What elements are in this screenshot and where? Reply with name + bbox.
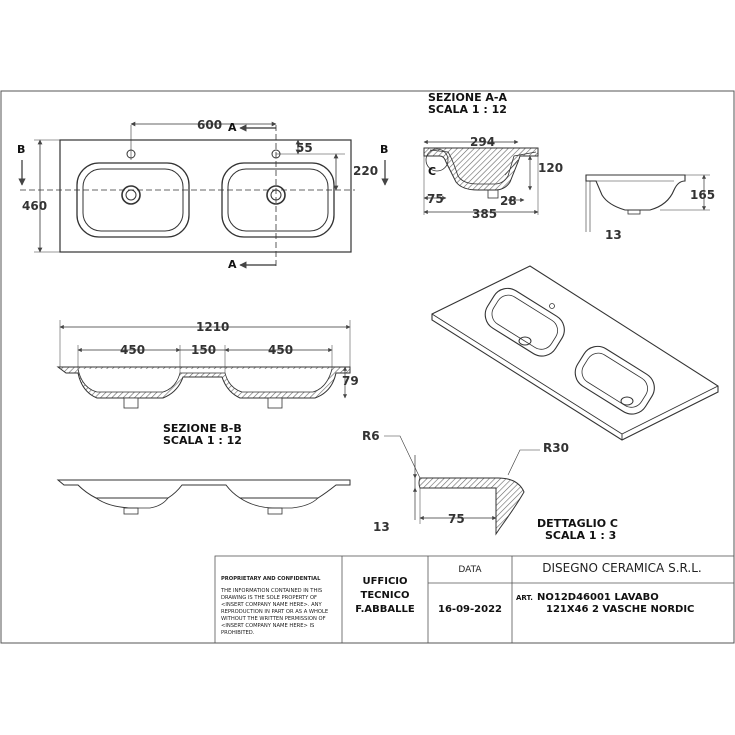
dim-r30: R30 (543, 441, 569, 455)
proprietary-title: PROPRIETARY AND CONFIDENTIAL (221, 576, 321, 582)
section-bb-scale: SCALA 1 : 12 (163, 434, 242, 447)
dim-294: 294 (470, 135, 495, 149)
dim-385: 385 (472, 207, 497, 221)
company-name: DISEGNO CERAMICA S.R.L. (542, 561, 702, 575)
detail-c-title: DETTAGLIO C (537, 517, 618, 530)
dim-28: 28 (500, 194, 517, 208)
dim-13-side: 13 (605, 228, 622, 242)
art-code: NO12D46001 LAVABO (537, 592, 659, 603)
detail-c-marker: C (428, 165, 436, 178)
dim-165: 165 (690, 188, 715, 202)
dim-75: 75 (427, 192, 444, 206)
section-b-label-left: B (17, 143, 25, 156)
art-description: 121X46 2 VASCHE NORDIC (546, 604, 694, 615)
office-line1: UFFICIO (362, 576, 407, 587)
svg-text:<INSERT COMPANY NAME HERE>. A: <INSERT COMPANY NAME HERE>. ANY (221, 602, 323, 608)
left-basin-outer (76, 162, 190, 238)
dim-120: 120 (538, 161, 563, 175)
dim-basin-left: 450 (120, 343, 145, 357)
section-aa-view (423, 139, 539, 215)
dim-depth: 460 (22, 199, 47, 213)
section-bb-title: SEZIONE B-B (163, 422, 242, 435)
detail-c-view (384, 435, 540, 536)
dim-75-detail: 75 (448, 512, 465, 526)
isometric-view (431, 265, 719, 441)
svg-text:THE INFORMATION CONTAINED IN T: THE INFORMATION CONTAINED IN THIS (220, 588, 322, 594)
dim-total-width: 1210 (196, 320, 229, 334)
dim-hole-offset: 55 (296, 141, 313, 155)
section-b-label-right: B (380, 143, 388, 156)
svg-text:WITHOUT THE WRITTEN PERMISSION: WITHOUT THE WRITTEN PERMISSION OF (221, 616, 326, 622)
section-a-label-bottom: A (228, 258, 237, 271)
section-bb-view (56, 320, 351, 409)
proprietary-text: THE INFORMATION CONTAINED IN THIS DRAWIN… (220, 588, 328, 636)
side-view (585, 174, 710, 232)
front-view (56, 479, 351, 515)
svg-text:PROHIBITED.: PROHIBITED. (221, 630, 255, 636)
left-drain-icon (121, 185, 141, 205)
right-basin-outer (221, 162, 335, 238)
office-line2: TECNICO (361, 590, 410, 601)
title-block (214, 555, 735, 644)
dim-r6: R6 (362, 429, 380, 443)
art-label: ART. (516, 594, 533, 602)
detail-c-scale: SCALA 1 : 3 (545, 529, 616, 542)
dim-hole-to-center: 220 (353, 164, 378, 178)
countertop-outline (59, 139, 352, 253)
right-basin-inner (227, 168, 329, 232)
top-view (18, 121, 389, 269)
section-a-label-top: A (228, 121, 237, 134)
section-aa-scale: SCALA 1 : 12 (428, 103, 507, 116)
svg-text:<INSERT COMPANY NAME HERE> IS: <INSERT COMPANY NAME HERE> IS (221, 623, 314, 629)
dim-between: 150 (191, 343, 216, 357)
right-drain-icon (266, 185, 286, 205)
dim-basin-spacing: 600 (197, 118, 222, 132)
date-header: DATA (458, 565, 482, 575)
section-aa-title: SEZIONE A-A (428, 91, 507, 104)
office-author: F.ABBALLE (355, 604, 415, 615)
dim-height: 79 (342, 374, 359, 388)
dim-13-detail: 13 (373, 520, 390, 534)
left-basin-inner (82, 168, 184, 232)
svg-text:DRAWING IS THE SOLE PROPERTY O: DRAWING IS THE SOLE PROPERTY OF (221, 595, 317, 601)
svg-text:REPRODUCTION IN PART OR AS A W: REPRODUCTION IN PART OR AS A WHOLE (221, 609, 328, 615)
dim-basin-right: 450 (268, 343, 293, 357)
date-value: 16-09-2022 (438, 604, 502, 615)
